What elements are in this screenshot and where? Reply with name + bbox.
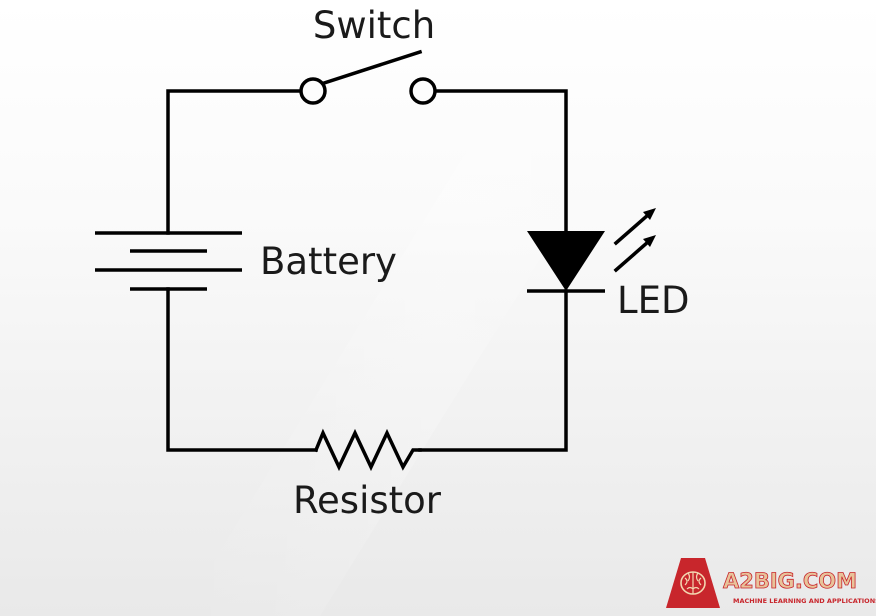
light-emission-arrows [613, 208, 656, 273]
led-triangle [527, 231, 605, 291]
wire-top-left [166, 89, 302, 235]
logo-tagline: MACHINE LEARNING AND APPLICATIONS [733, 597, 876, 605]
a2big-logo: A2BIG.COM MACHINE LEARNING AND APPLICATI… [666, 558, 876, 608]
emission-arrowhead-2 [643, 235, 656, 247]
led-label: LED [617, 279, 689, 322]
battery-symbol [95, 231, 242, 291]
switch-label: Switch [313, 4, 435, 47]
wire-right [418, 289, 568, 452]
background-sheen [180, 0, 700, 616]
resistor-symbol [313, 428, 422, 472]
circuit-wires [166, 89, 568, 452]
switch-terminal-left [299, 77, 327, 105]
wire-top-right [435, 89, 568, 233]
led-symbol [527, 208, 656, 293]
switch-terminal-right [409, 77, 437, 105]
resistor-label: Resistor [293, 479, 442, 522]
emission-arrow-1 [613, 212, 651, 246]
switch-symbol [299, 49, 437, 105]
emission-arrowhead-1 [643, 208, 656, 220]
wire-bottom-left [166, 287, 318, 452]
switch-lever [321, 49, 423, 86]
logo-brand-text: A2BIG.COM [723, 569, 857, 593]
brain-icon [680, 571, 706, 595]
battery-label: Battery [260, 240, 397, 283]
emission-arrow-2 [613, 239, 651, 273]
